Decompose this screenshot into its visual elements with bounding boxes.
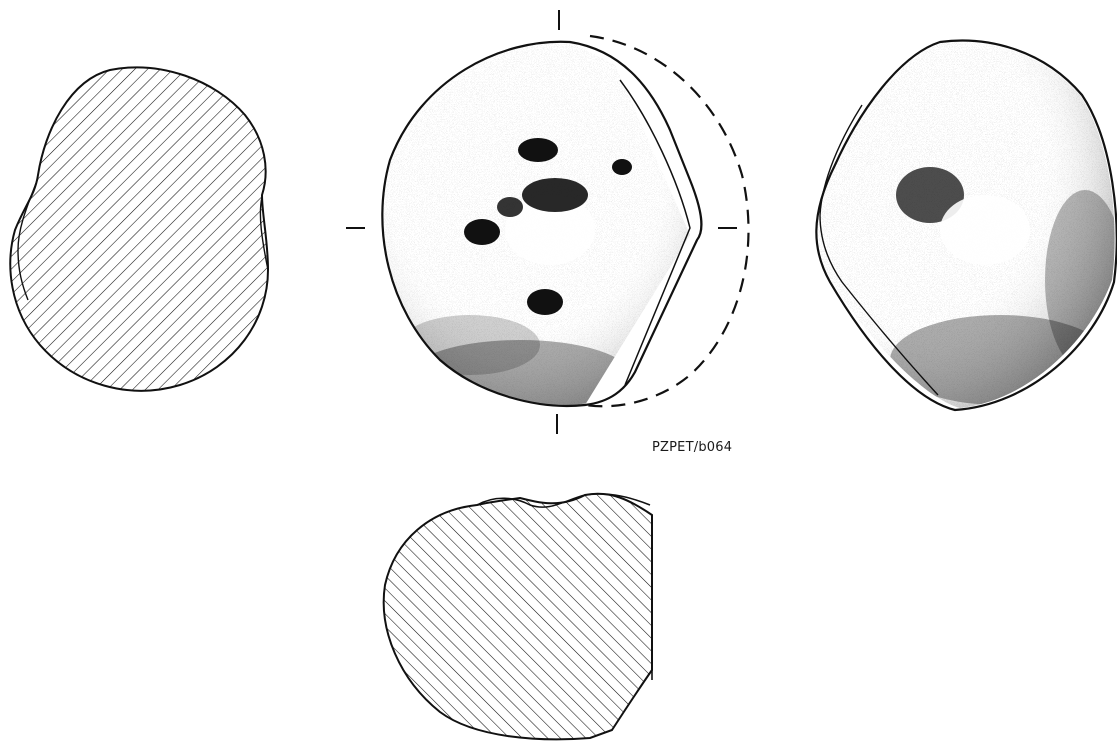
bottom-section-view [382,492,653,741]
bottom-section-outline [382,492,653,741]
blotch [612,159,632,175]
blotch [464,219,500,245]
side-face-view [815,39,1117,412]
left-section-outline [9,66,270,392]
blotch [527,289,563,315]
reconstruction-dashed-line [584,34,750,408]
blotch [522,178,588,212]
blotch [497,197,523,217]
front-face-view [346,10,750,434]
side-face-outline [815,39,1117,412]
front-face-outline [381,40,703,407]
catalog-number-label: PZPET/b064 [652,440,733,455]
blotch [518,138,558,162]
left-section-view [9,66,270,392]
